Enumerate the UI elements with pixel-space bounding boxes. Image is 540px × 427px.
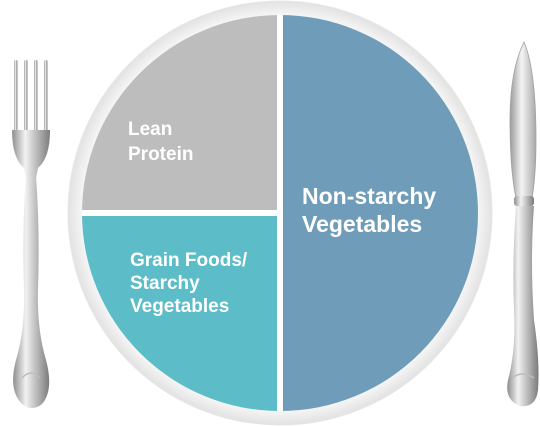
horizontal-divider <box>82 210 280 216</box>
label-non-starchy-vegetables: Non-starchy Vegetables <box>302 183 443 237</box>
fork-icon <box>12 60 50 408</box>
label-grain-foods: Grain Foods/ Starchy Vegetables <box>130 250 252 317</box>
knife-icon <box>507 41 539 407</box>
section-grain-foods <box>82 213 280 411</box>
plate: Lean Protein Non-starchy Vegetables Grai… <box>67 0 493 426</box>
label-lean-protein: Lean Protein <box>128 119 193 165</box>
